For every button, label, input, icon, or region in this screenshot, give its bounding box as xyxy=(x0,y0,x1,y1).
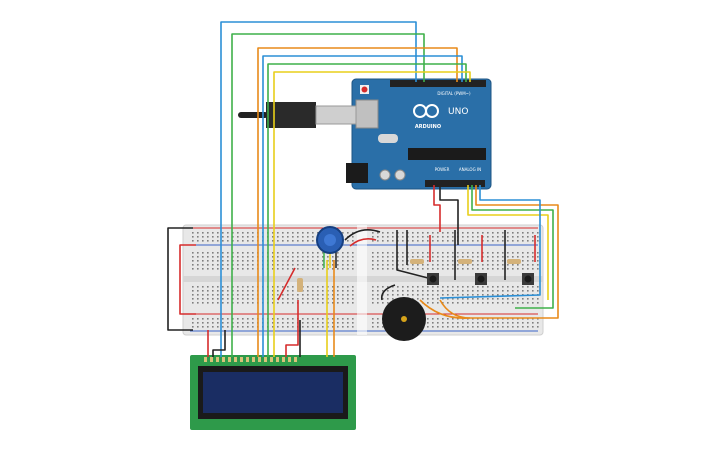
wire-lcd-d5[interactable] xyxy=(257,47,458,357)
potentiometer-icon[interactable] xyxy=(316,226,344,268)
wire-lcd-d6[interactable] xyxy=(231,33,425,357)
arduino-logo-icon xyxy=(413,104,439,118)
wire-lcd-d4[interactable] xyxy=(262,55,463,357)
wire-lcd-en[interactable] xyxy=(267,63,467,357)
analog-pins-label: ANALOG IN xyxy=(459,167,481,172)
pushbutton-icon[interactable] xyxy=(427,273,534,285)
arduino-uno-board[interactable]: ARDUINO UNO DIGITAL (PWM~) POWER ANALOG … xyxy=(346,78,492,190)
wire-lcd-d7[interactable] xyxy=(220,21,417,357)
digital-pins-label: DIGITAL (PWM~) xyxy=(437,91,471,96)
lcd-pin-header xyxy=(204,357,297,362)
power-pins-label: POWER xyxy=(435,167,450,172)
wire-lcd-rs[interactable] xyxy=(273,71,471,357)
board-brand: ARDUINO xyxy=(415,124,441,130)
wires xyxy=(167,21,559,357)
usb-cable-icon[interactable] xyxy=(238,102,357,128)
resistor-icon xyxy=(297,259,521,292)
wire-left-gnd[interactable] xyxy=(167,227,193,331)
board-model: UNO xyxy=(448,107,468,117)
lcd-16x2-display[interactable] xyxy=(190,355,356,430)
buzzer-icon[interactable] xyxy=(382,297,426,341)
